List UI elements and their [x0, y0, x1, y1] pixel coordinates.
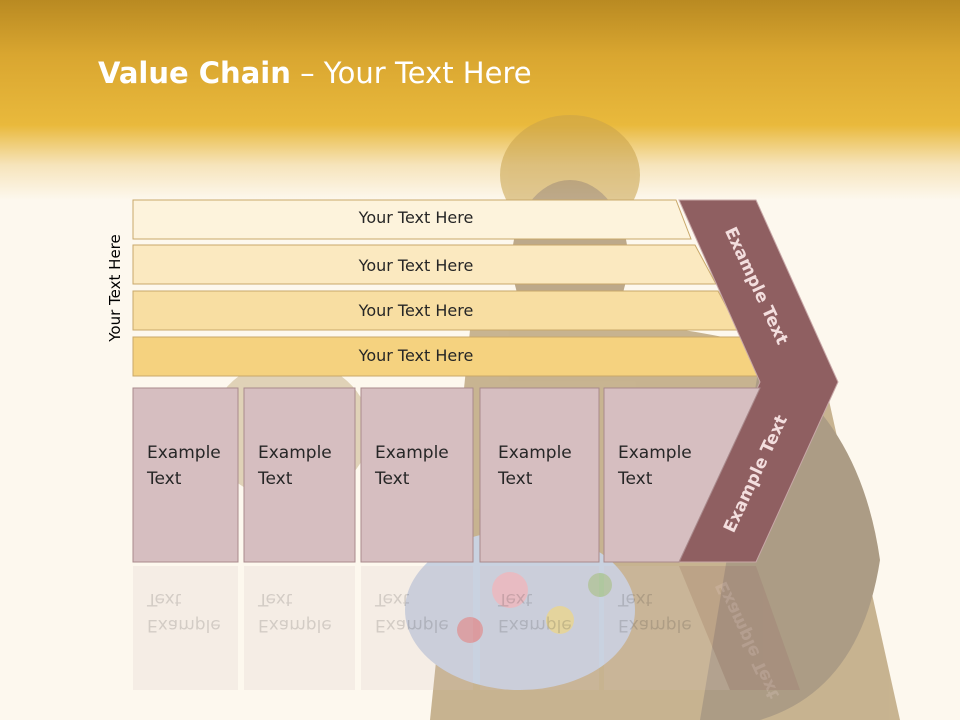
box-5-shape — [603, 387, 761, 563]
slide-title: Value Chain – Your Text Here — [98, 56, 532, 90]
header-band — [0, 0, 960, 200]
bar-1 — [132, 199, 692, 240]
box-4-line2: Text — [498, 469, 533, 489]
bar-2-label: Your Text Here — [358, 256, 474, 275]
chevron-shape — [678, 199, 839, 563]
reflection-group — [133, 566, 800, 690]
title-bold: Value Chain — [98, 56, 291, 90]
box-5-line2: Text — [618, 469, 653, 489]
bar-4-label: Your Text Here — [358, 346, 474, 365]
box-2-line1: Example — [258, 443, 332, 463]
box-1-shape — [132, 387, 239, 563]
box-4-line1: Example — [498, 443, 572, 463]
box-3-line1: Example — [375, 443, 449, 463]
box-5-line1: Example — [618, 443, 692, 463]
bar-3-label: Your Text Here — [358, 301, 474, 320]
title-rest: – Your Text Here — [290, 56, 532, 90]
box-2-line2: Text — [258, 469, 293, 489]
box-1-line2: Text — [147, 469, 182, 489]
box-3-line2: Text — [375, 469, 410, 489]
box-4-shape — [479, 387, 600, 563]
side-label: Your Text Here — [106, 234, 124, 342]
box-1-line1: Example — [147, 443, 221, 463]
bar-1-label: Your Text Here — [358, 208, 474, 227]
box-3-shape — [360, 387, 474, 563]
box-2-shape — [243, 387, 356, 563]
